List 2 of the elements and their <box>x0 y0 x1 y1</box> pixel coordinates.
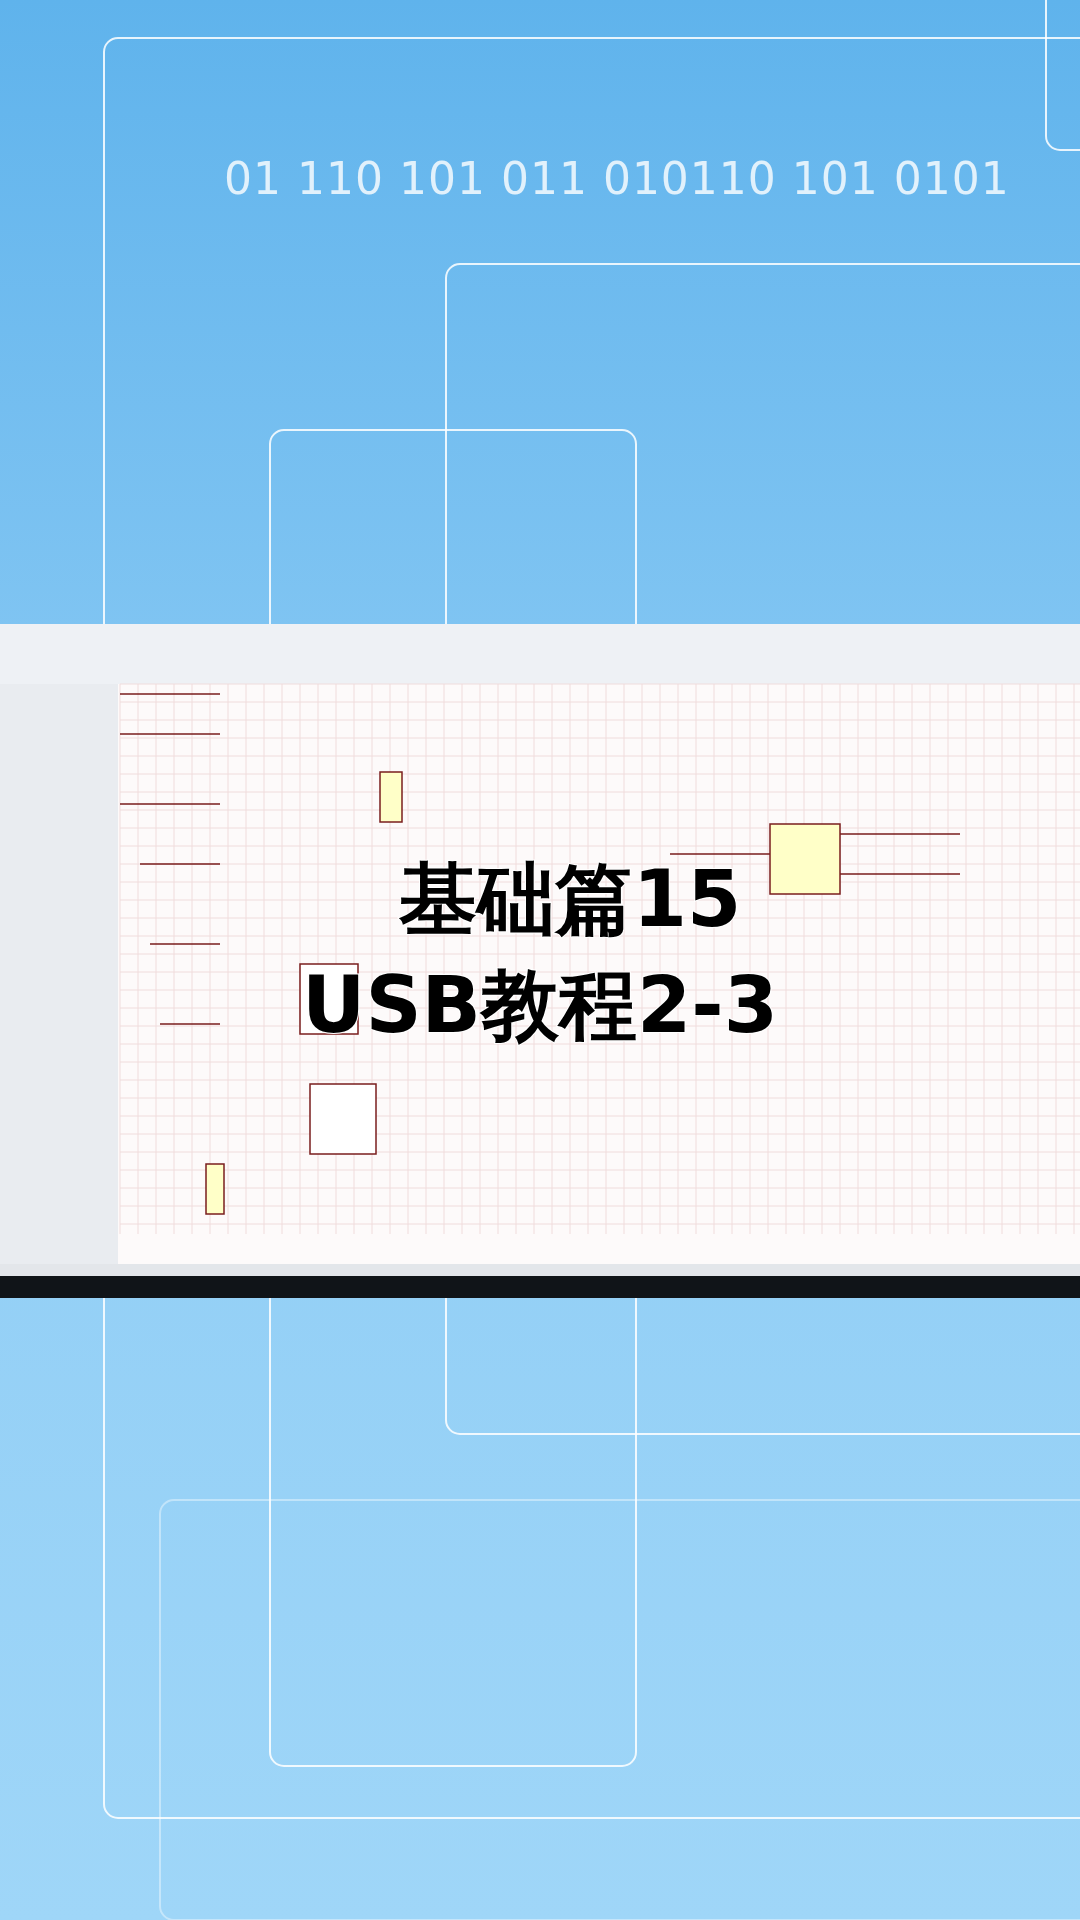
title-text: 基础篇15 <box>398 860 742 938</box>
binary-digits: 01 110 101 011 010110 101 0101 <box>224 152 1011 206</box>
